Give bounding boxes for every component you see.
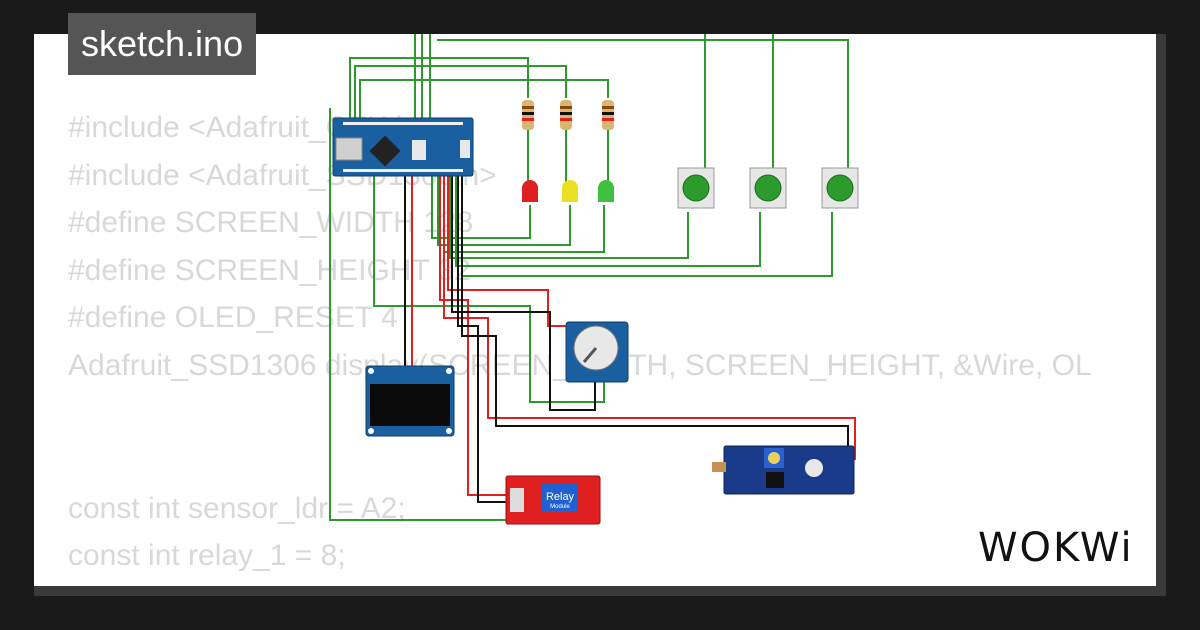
- resistor[interactable]: [560, 100, 572, 130]
- resistor[interactable]: [602, 100, 614, 130]
- ldr-sensor-module[interactable]: [712, 445, 855, 495]
- relay-module[interactable]: Relay Module: [505, 475, 601, 525]
- black-wires: [404, 172, 849, 503]
- code-line: const int relay_1 = 8;: [68, 539, 346, 573]
- file-tab[interactable]: sketch.ino: [68, 13, 257, 75]
- arduino-nano-board[interactable]: [332, 117, 474, 177]
- relay-label: Relay: [546, 491, 575, 503]
- potentiometer[interactable]: [565, 321, 629, 383]
- code-line: #define OLED_RESET 4: [68, 301, 398, 335]
- led[interactable]: [562, 180, 578, 202]
- led[interactable]: [598, 180, 614, 202]
- led[interactable]: [522, 180, 538, 202]
- green-wires: [329, 34, 849, 521]
- pushbutton[interactable]: [749, 167, 787, 209]
- resistor[interactable]: [522, 100, 534, 130]
- code-line: const int sensor_ldr = A2;: [68, 491, 406, 525]
- oled-display[interactable]: [365, 365, 455, 437]
- wokwi-logo: WOKWi: [978, 525, 1134, 571]
- pushbutton[interactable]: [821, 167, 859, 209]
- relay-sub: Module: [550, 504, 570, 510]
- code-line: #define SCREEN_HEIGHT 32: [68, 253, 471, 287]
- pushbutton[interactable]: [677, 167, 715, 209]
